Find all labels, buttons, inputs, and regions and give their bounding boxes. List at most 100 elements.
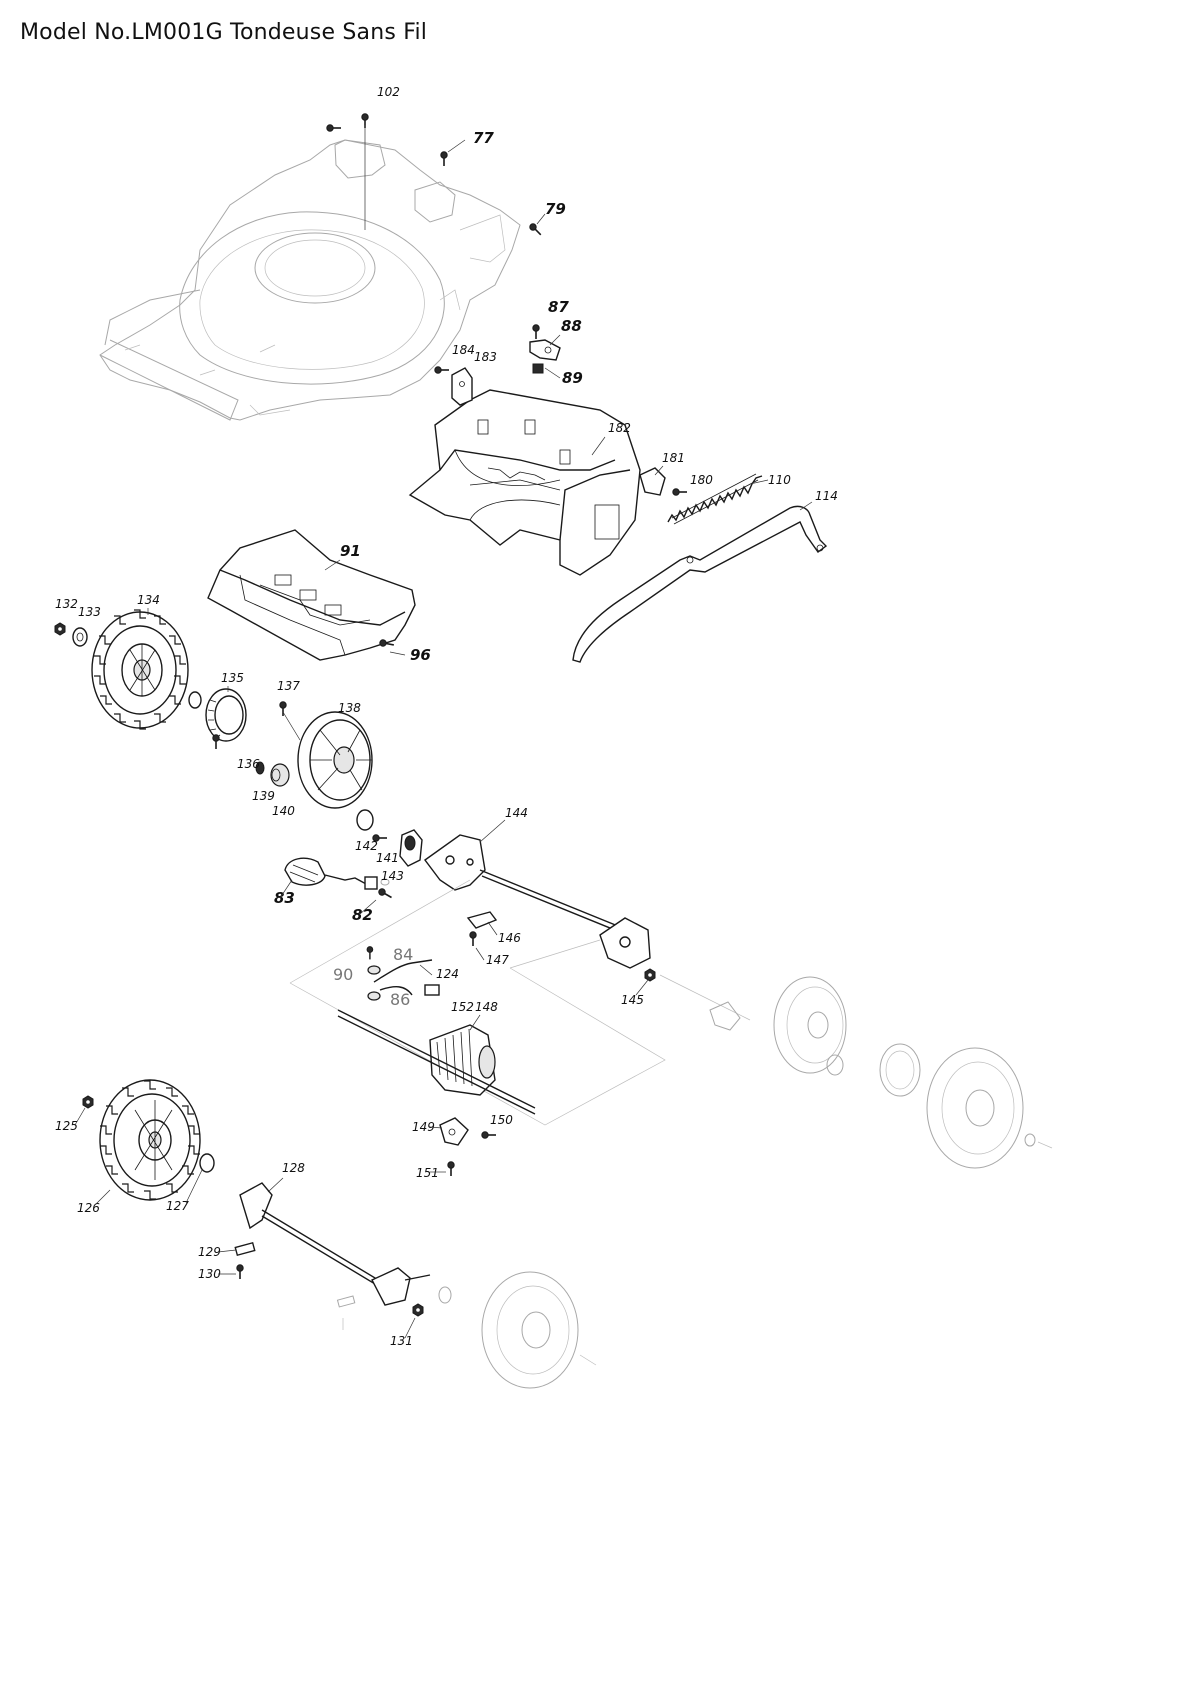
- pedal-83: [284, 857, 378, 890]
- bearing-133: [72, 627, 88, 647]
- screw-icon: [527, 221, 544, 238]
- callout-86: 86: [390, 990, 410, 1009]
- ghost-wheel-right: [926, 1047, 1053, 1169]
- callout-124: 124: [436, 967, 459, 981]
- callout-126: 126: [77, 1201, 100, 1215]
- screw-icon: [446, 1161, 456, 1177]
- callout-102: 102: [377, 85, 400, 99]
- screw-icon: [468, 930, 478, 947]
- ghost-wheel-front-right: [481, 1271, 597, 1389]
- callout-129: 129: [198, 1245, 221, 1259]
- callout-140: 140: [272, 804, 295, 818]
- callout-labels: 102 77 79 87 88 89 184 183 182 181 180 1…: [55, 85, 838, 1348]
- callout-110: 110: [768, 473, 791, 487]
- screw-icon: [325, 124, 342, 132]
- screw-icon: [278, 700, 288, 717]
- callout-114: 114: [815, 489, 838, 503]
- block-152: [424, 984, 440, 996]
- page-title: Model No.LM001G Tondeuse Sans Fil: [20, 20, 428, 45]
- callout-183: 183: [474, 350, 497, 364]
- callout-143: 143: [381, 869, 404, 883]
- callout-148: 148: [475, 1000, 498, 1014]
- washer-127: [199, 1153, 215, 1173]
- bracket-183: [433, 365, 473, 406]
- callout-127: 127: [166, 1199, 189, 1213]
- coupler-143: [399, 829, 423, 867]
- callout-88: 88: [561, 317, 582, 335]
- screw-icon: [376, 886, 394, 902]
- callout-82: 82: [352, 906, 373, 924]
- motor-148: [337, 1009, 536, 1115]
- callout-133: 133: [78, 605, 101, 619]
- wheel-134: [91, 609, 189, 730]
- callout-138: 138: [338, 701, 361, 715]
- spring-110: [667, 473, 763, 525]
- callout-137: 137: [277, 679, 300, 693]
- plate-129: [234, 1241, 256, 1257]
- washer-142: [356, 809, 374, 831]
- nut-icon: [82, 1095, 94, 1109]
- callout-130: 130: [198, 1267, 221, 1281]
- tray-91: [207, 529, 416, 661]
- callout-79: 79: [545, 200, 566, 218]
- leader-lines: [74, 139, 813, 1339]
- callout-182: 182: [608, 421, 631, 435]
- callout-132: 132: [55, 597, 78, 611]
- axle-128: [239, 1182, 431, 1306]
- callout-125: 125: [55, 1119, 78, 1133]
- callout-151: 151: [416, 1166, 439, 1180]
- ghost-hub-right: [659, 974, 921, 1097]
- callout-131: 131: [390, 1334, 413, 1348]
- callout-135: 135: [221, 671, 244, 685]
- callout-149: 149: [412, 1120, 435, 1134]
- mower-deck-ghost: [99, 139, 521, 421]
- bushing-140: [270, 763, 290, 787]
- callout-139: 139: [252, 789, 275, 803]
- screw-icon: [439, 151, 449, 167]
- callout-147: 147: [486, 953, 509, 967]
- callout-136: 136: [237, 757, 260, 771]
- callout-77: 77: [473, 129, 494, 147]
- callout-84: 84: [393, 945, 413, 964]
- cable-124: [366, 945, 433, 1001]
- bracket-149: [439, 1117, 469, 1146]
- callout-87: 87: [548, 298, 569, 316]
- assembly-outline: [289, 879, 666, 1126]
- clip-181: [639, 467, 688, 497]
- hub-138: [282, 711, 373, 809]
- rear-housing-182: [408, 389, 641, 576]
- callout-144: 144: [505, 806, 528, 820]
- nut-icon: [412, 1303, 424, 1317]
- clip-146: [466, 911, 498, 929]
- callout-89: 89: [562, 369, 583, 387]
- callout-142: 142: [355, 839, 378, 853]
- screw-icon: [212, 733, 220, 750]
- screw-icon: [236, 1264, 244, 1280]
- wheel-126: [99, 1079, 201, 1201]
- callout-180: 180: [690, 473, 713, 487]
- callout-96: 96: [410, 646, 431, 664]
- gear-ring-135: [188, 688, 247, 742]
- ghost-bits-front: [336, 1286, 452, 1330]
- callout-83: 83: [274, 889, 295, 907]
- nut-icon: [644, 968, 656, 982]
- bracket-144: [424, 834, 643, 942]
- callout-145: 145: [621, 993, 644, 1007]
- callout-152: 152: [451, 1000, 474, 1014]
- lever-114: [572, 505, 828, 663]
- callout-146: 146: [498, 931, 521, 945]
- callout-141: 141: [376, 851, 399, 865]
- screw-icon: [480, 1131, 497, 1139]
- callout-128: 128: [282, 1161, 305, 1175]
- callout-91: 91: [340, 542, 361, 560]
- callout-181: 181: [662, 451, 685, 465]
- callout-150: 150: [490, 1113, 513, 1127]
- nut-132: [54, 622, 66, 636]
- bracket-far: [599, 917, 651, 969]
- callout-90: 90: [333, 965, 353, 984]
- latch-88: [529, 323, 561, 374]
- callout-134: 134: [137, 593, 160, 607]
- callout-184: 184: [452, 343, 475, 357]
- washer-139: [255, 761, 265, 775]
